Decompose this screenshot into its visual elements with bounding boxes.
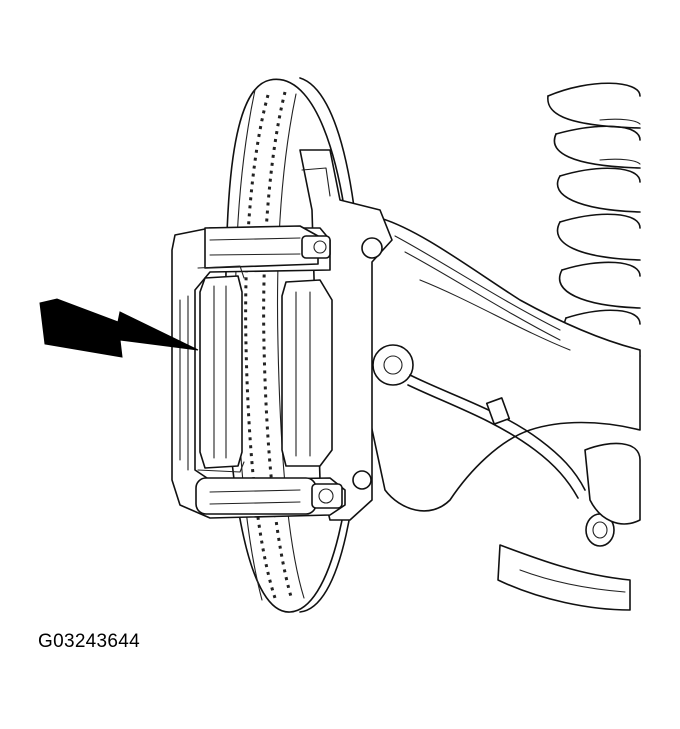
brake-caliper (171, 225, 346, 519)
figure-id-label: G03243644 (38, 631, 141, 652)
lower-control-arm (359, 217, 641, 611)
brake-pads (197, 265, 333, 473)
coil-spring (547, 82, 641, 357)
pointer-arrow (39, 298, 199, 358)
